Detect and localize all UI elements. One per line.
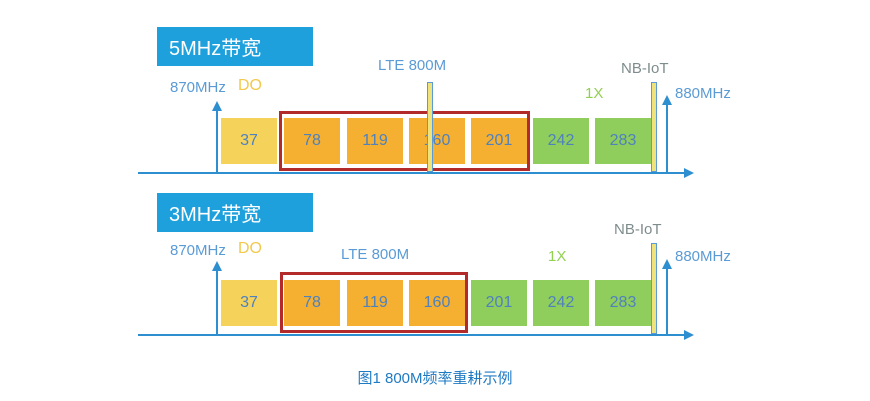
banner-3mhz: 3MHz带宽 — [157, 193, 313, 232]
channel-block: 78 — [284, 118, 340, 164]
channel-block: 160 — [409, 280, 465, 326]
channel-block: 242 — [533, 118, 589, 164]
channel-block: 37 — [221, 280, 277, 326]
freq-low-arrow-5mhz — [212, 101, 222, 111]
freq-low-marker-3mhz — [216, 270, 218, 334]
nbiot-label-3mhz: NB-IoT — [614, 221, 662, 238]
onex-label-5mhz: 1X — [585, 85, 604, 102]
freq-low-marker-5mhz — [216, 110, 218, 172]
channel-block: 283 — [595, 280, 651, 326]
frequency-axis-arrow-3mhz — [684, 330, 694, 340]
banner-5mhz: 5MHz带宽 — [157, 27, 313, 66]
freq-high-marker-3mhz — [666, 268, 668, 334]
channel-block: 283 — [595, 118, 651, 164]
do-label-3mhz: DO — [238, 240, 262, 257]
nbiot-marker-5mhz — [651, 82, 657, 172]
nbiot-marker-3mhz — [651, 243, 657, 334]
freq-high-arrow-5mhz — [662, 95, 672, 105]
channel-block: 119 — [347, 118, 403, 164]
channel-block: 78 — [284, 280, 340, 326]
lte-highlight-box-5mhz — [279, 111, 530, 171]
channel-block: 242 — [533, 280, 589, 326]
onex-label-3mhz: 1X — [548, 248, 567, 265]
freq-low-label-3mhz: 870MHz — [170, 242, 226, 259]
channel-block: 201 — [471, 280, 527, 326]
banner-5mhz-title: 5MHz带宽 — [169, 38, 262, 60]
channel-block: 37 — [221, 118, 277, 164]
do-label-5mhz: DO — [238, 77, 262, 94]
lte-center-marker-5mhz — [427, 82, 433, 172]
nbiot-label-5mhz: NB-IoT — [621, 60, 669, 77]
freq-low-arrow-3mhz — [212, 261, 222, 271]
frequency-axis-3mhz — [138, 334, 684, 336]
frequency-axis-5mhz — [138, 172, 684, 174]
channel-block: 119 — [347, 280, 403, 326]
freq-low-label-5mhz: 870MHz — [170, 79, 226, 96]
lte-label-3mhz: LTE 800M — [341, 246, 410, 263]
frequency-axis-arrow-5mhz — [684, 168, 694, 178]
banner-3mhz-title: 3MHz带宽 — [169, 204, 262, 226]
freq-high-label-5mhz: 880MHz — [675, 85, 731, 102]
figure-caption: 图1 800M频率重耕示例 — [357, 370, 513, 387]
lte-highlight-box-3mhz — [280, 272, 468, 333]
lte-label-5mhz: LTE 800M — [378, 57, 447, 74]
freq-high-marker-5mhz — [666, 104, 668, 172]
channel-block: 201 — [471, 118, 527, 164]
freq-high-label-3mhz: 880MHz — [675, 248, 731, 265]
freq-high-arrow-3mhz — [662, 259, 672, 269]
